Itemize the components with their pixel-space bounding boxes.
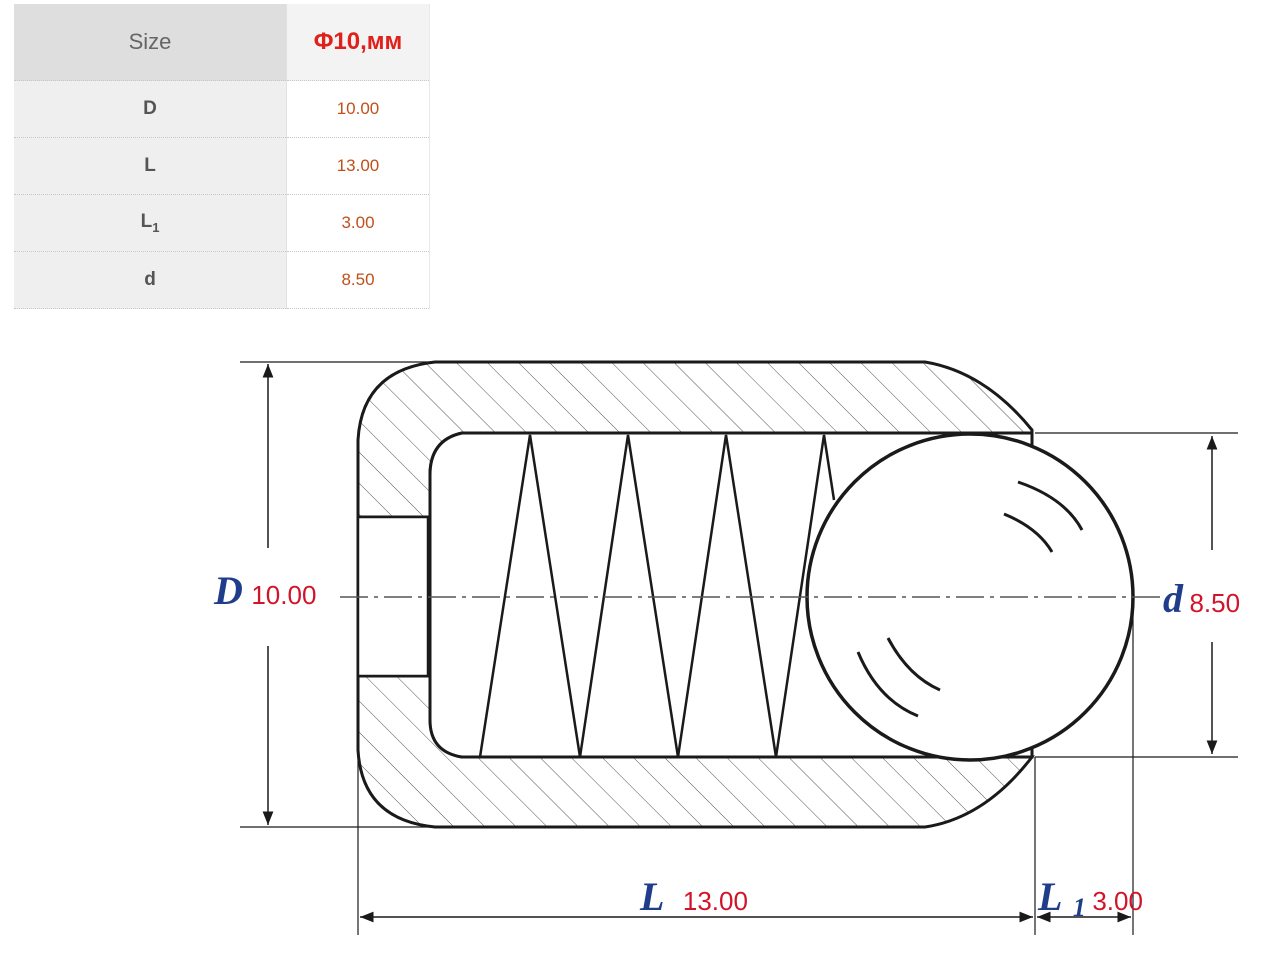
table-header-row: Size Φ10,мм xyxy=(14,4,430,81)
dimension-table: Size Φ10,мм D 10.00 L 13.00 L1 3.00 d 8.… xyxy=(14,4,430,309)
label-D-value: 10.00 xyxy=(251,580,316,610)
spring xyxy=(478,434,836,758)
header-size-label: Size xyxy=(14,4,287,81)
row-key: d xyxy=(14,251,287,309)
row-key: D xyxy=(14,80,287,138)
label-L1-subscript: 1 xyxy=(1073,893,1086,922)
label-D: D 10.00 xyxy=(213,568,316,613)
row-value: 3.00 xyxy=(286,194,430,252)
ball-highlight xyxy=(1003,512,1054,553)
row-key: L1 xyxy=(14,194,287,252)
table-row: L1 3.00 xyxy=(14,194,430,252)
ball-highlight xyxy=(886,637,941,692)
table-row: d 8.50 xyxy=(14,251,430,309)
row-value: 10.00 xyxy=(286,80,430,138)
label-L-symbol: L xyxy=(639,874,664,919)
ball-highlight xyxy=(1017,480,1084,531)
label-L1: L 1 3.00 xyxy=(1037,874,1143,922)
label-D-symbol: D xyxy=(213,568,243,613)
row-value: 8.50 xyxy=(286,251,430,309)
label-L1-value: 3.00 xyxy=(1092,886,1143,916)
label-d-value: 8.50 xyxy=(1189,588,1240,618)
row-key-text: D xyxy=(143,98,157,119)
row-key: L xyxy=(14,137,287,195)
ball-highlight xyxy=(856,651,919,718)
label-d-symbol: d xyxy=(1163,576,1184,621)
header-size-value: Φ10,мм xyxy=(286,4,430,81)
label-d: d 8.50 xyxy=(1163,576,1240,621)
label-L1-symbol: L xyxy=(1037,874,1062,919)
table-row: L 13.00 xyxy=(14,137,430,195)
row-key-text: L xyxy=(144,155,156,176)
row-key-subscript: 1 xyxy=(152,219,160,235)
table-row: D 10.00 xyxy=(14,80,430,138)
row-key-text: d xyxy=(144,269,156,290)
row-value: 13.00 xyxy=(286,137,430,195)
label-L-value: 13.00 xyxy=(683,886,748,916)
label-L: L 13.00 xyxy=(639,874,748,919)
row-key-text: L xyxy=(140,211,153,233)
